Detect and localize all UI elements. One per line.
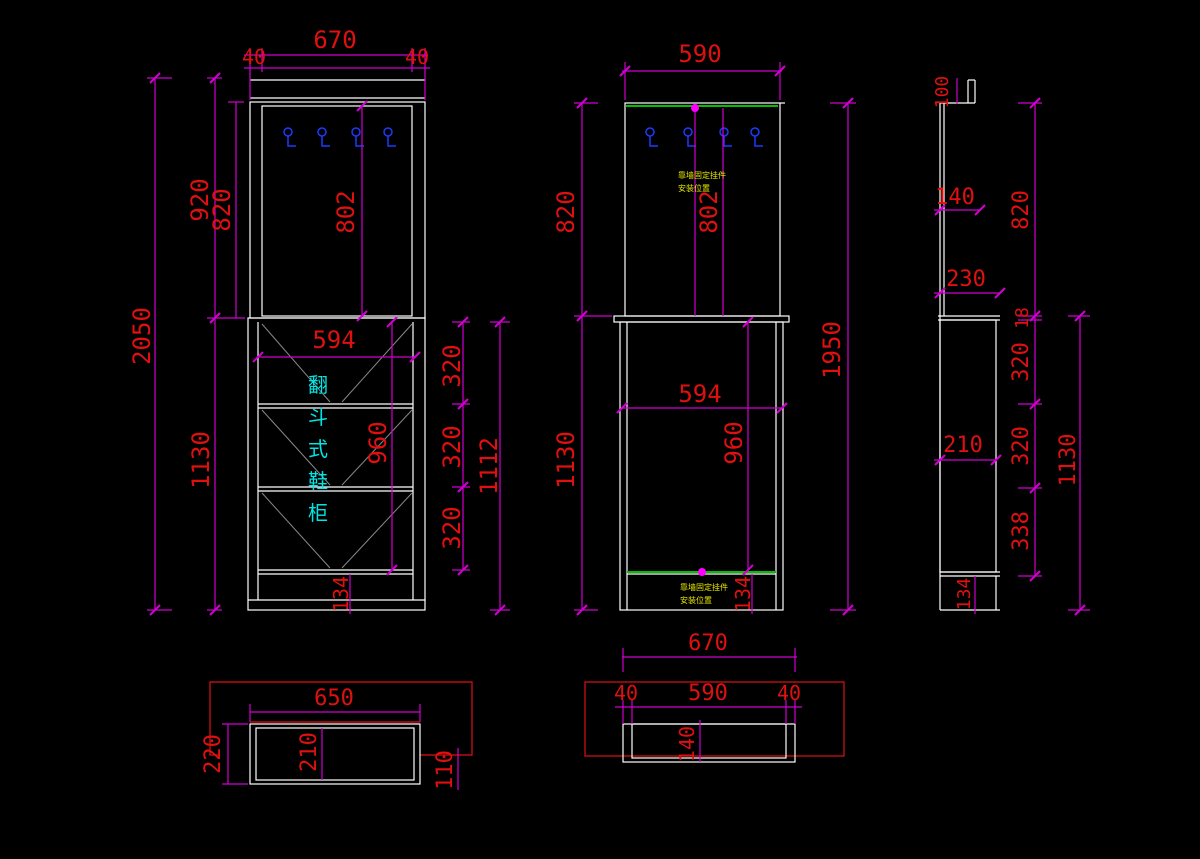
dim-depth: 140 bbox=[675, 726, 699, 762]
label-char-3: 式 bbox=[308, 437, 328, 461]
dim-depth-inner: 210 bbox=[297, 732, 322, 772]
label-char-4: 鞋 bbox=[308, 469, 328, 493]
dim-flap-2: 320 bbox=[438, 425, 466, 468]
front-view: 670 40 40 2050 920 820 1130 802 594 960 … bbox=[128, 26, 510, 616]
hook-icon bbox=[645, 127, 658, 147]
label-char-1: 翻 bbox=[308, 373, 328, 397]
note-mount-top-2: 安装位置 bbox=[678, 183, 710, 193]
front-dimension-lines bbox=[147, 48, 510, 614]
side-view: 100 140 820 230 18 320 320 338 210 1130 … bbox=[932, 76, 1090, 616]
hook-icon bbox=[383, 127, 396, 147]
front-dimension-ticks bbox=[149, 72, 506, 616]
dim-overall-width: 670 bbox=[313, 26, 356, 54]
side-dimension-texts: 100 140 820 230 18 320 320 338 210 1130 … bbox=[932, 76, 1081, 611]
plan-left: 650 220 210 110 bbox=[201, 681, 473, 790]
note-mount-bottom-2: 安装位置 bbox=[680, 595, 712, 605]
dim-upper-height: 820 bbox=[552, 190, 580, 233]
dim-upper-height: 820 bbox=[1009, 190, 1034, 230]
mount-point-icon bbox=[691, 104, 699, 112]
dim-flap-3: 320 bbox=[438, 506, 466, 549]
front-hooks bbox=[283, 127, 396, 147]
back-dimension-lines bbox=[574, 62, 856, 614]
dim-overall: 670 bbox=[688, 631, 728, 656]
dim-right-offset: 40 bbox=[777, 681, 801, 705]
back-view: 590 820 802 594 960 1130 1950 134 靠墙固定挂件… bbox=[552, 40, 856, 616]
plan-right-outline bbox=[584, 681, 845, 763]
mount-point-icon bbox=[698, 568, 706, 576]
dim-counter-depth: 230 bbox=[946, 267, 986, 292]
dim-inner-depth: 210 bbox=[943, 433, 983, 458]
dim-lower-height: 1130 bbox=[187, 431, 215, 489]
dim-depth-outer: 220 bbox=[201, 734, 226, 774]
note-mount-top-1: 靠墙固定挂件 bbox=[678, 170, 726, 180]
dim-lower-height: 1130 bbox=[1056, 434, 1081, 487]
dim-plinth: 134 bbox=[329, 576, 353, 612]
dim-top-cap: 100 bbox=[932, 76, 953, 109]
dim-flap-1: 320 bbox=[1009, 342, 1034, 382]
dim-tilt-height: 960 bbox=[720, 421, 748, 464]
dim-total-height: 2050 bbox=[128, 307, 156, 365]
plan-left-dimension-texts: 650 220 210 110 bbox=[201, 686, 458, 790]
dim-flap-3: 338 bbox=[1009, 511, 1034, 551]
cabinet-type-label: 翻 斗 式 鞋 柜 bbox=[308, 373, 328, 525]
dim-overall-height: 1950 bbox=[818, 321, 846, 379]
side-dimension-lines bbox=[934, 78, 1090, 614]
hook-icon bbox=[719, 127, 732, 147]
dim-upper-inner-height: 802 bbox=[695, 190, 723, 233]
back-outline bbox=[613, 102, 790, 611]
back-dimension-texts: 590 820 802 594 960 1130 1950 134 bbox=[552, 40, 846, 612]
label-char-5: 柜 bbox=[308, 501, 328, 525]
dim-lower-height: 1130 bbox=[552, 431, 580, 489]
plan-right: 670 40 590 40 140 bbox=[584, 631, 845, 763]
front-dimension-texts: 670 40 40 2050 920 820 1130 802 594 960 … bbox=[128, 26, 503, 612]
plan-left-dimension-lines bbox=[222, 704, 459, 790]
side-outline bbox=[938, 79, 1000, 611]
dim-inner-width: 594 bbox=[678, 380, 721, 408]
dim-plinth: 134 bbox=[954, 578, 975, 611]
dim-lower-inner: 1112 bbox=[475, 437, 503, 495]
front-outline bbox=[247, 79, 426, 611]
back-dimension-ticks bbox=[576, 65, 854, 616]
hook-icon bbox=[317, 127, 330, 147]
back-notes: 靠墙固定挂件 安装位置 靠墙固定挂件 安装位置 bbox=[678, 170, 728, 605]
label-char-2: 斗 bbox=[308, 405, 328, 429]
back-hooks bbox=[645, 127, 763, 147]
dim-upper-outer: 920 bbox=[186, 178, 214, 221]
dim-upper-inner-height: 802 bbox=[332, 190, 360, 233]
hook-icon bbox=[283, 127, 296, 147]
dim-gap: 18 bbox=[1012, 307, 1033, 329]
plan-right-dimension-lines bbox=[615, 648, 802, 762]
hook-icon bbox=[750, 127, 763, 147]
dim-upper-inner: 820 bbox=[208, 188, 236, 231]
dim-tilt-height: 960 bbox=[364, 421, 392, 464]
dim-flap-2: 320 bbox=[1009, 426, 1034, 466]
mount-points bbox=[691, 104, 706, 576]
dim-inner-width: 594 bbox=[312, 326, 355, 354]
plan-left-outline bbox=[209, 681, 473, 785]
plan-right-dimension-texts: 670 40 590 40 140 bbox=[614, 631, 801, 762]
dim-width: 650 bbox=[314, 686, 354, 711]
dim-plinth: 134 bbox=[731, 576, 755, 612]
dim-flap-1: 320 bbox=[438, 344, 466, 387]
dim-toe: 110 bbox=[433, 750, 458, 790]
side-dimension-ticks bbox=[934, 97, 1086, 616]
hook-icon bbox=[683, 127, 696, 147]
dim-hook-depth: 140 bbox=[935, 185, 975, 210]
dim-top-width: 590 bbox=[678, 40, 721, 68]
hook-icon bbox=[351, 127, 364, 147]
note-mount-bottom-1: 靠墙固定挂件 bbox=[680, 582, 728, 592]
dim-right-offset: 40 bbox=[405, 45, 429, 69]
front-flap-diagonals bbox=[261, 323, 413, 569]
dim-middle: 590 bbox=[688, 681, 728, 706]
dim-left-offset: 40 bbox=[242, 45, 266, 69]
dim-left-offset: 40 bbox=[614, 681, 638, 705]
